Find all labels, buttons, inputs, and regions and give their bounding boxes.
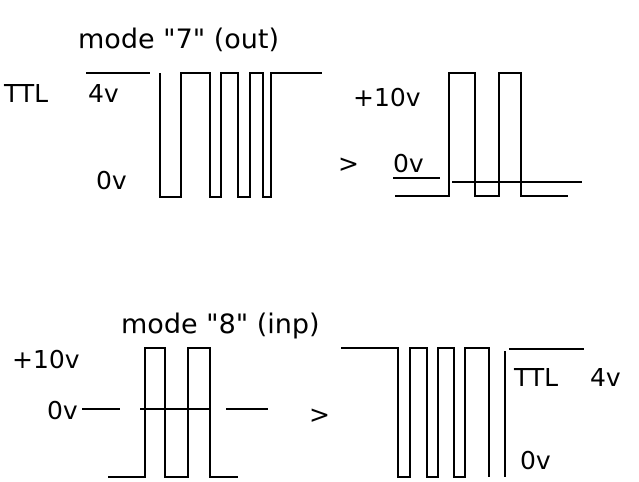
mode-7-out-high-label: +10v: [353, 83, 421, 112]
mode-8-low-label: 0v: [520, 446, 551, 475]
mode-7-section: mode "7" (out) TTL 4v 0v > +10v 0v: [3, 24, 582, 199]
mode-8-ttl-pulse-train: [341, 346, 491, 479]
mode-8-in-zero-label: 0v: [47, 396, 78, 425]
mode-7-ttl-pulse-train: [158, 71, 322, 199]
mode-7-high-label: 4v: [88, 79, 119, 108]
mode-7-arrow: >: [338, 149, 359, 178]
mode-8-arrow: >: [309, 400, 330, 429]
mode-8-high-label: 4v: [590, 363, 621, 392]
mode-8-section: mode "8" (inp) +10v 0v > TTL 4v 0v: [12, 309, 621, 479]
mode-7-output-pulse-train: [395, 71, 568, 198]
mode-8-input-pulse-train: [108, 346, 238, 479]
mode-8-ttl-label: TTL: [513, 363, 558, 392]
mode-7-ttl-label: TTL: [3, 79, 48, 108]
mode-7-title: mode "7" (out): [78, 24, 279, 55]
mode-8-in-high-label: +10v: [12, 345, 80, 374]
mode-7-low-label: 0v: [96, 166, 127, 195]
mode-8-title: mode "8" (inp): [121, 309, 320, 340]
mode-7-out-zero-label: 0v: [393, 149, 424, 178]
